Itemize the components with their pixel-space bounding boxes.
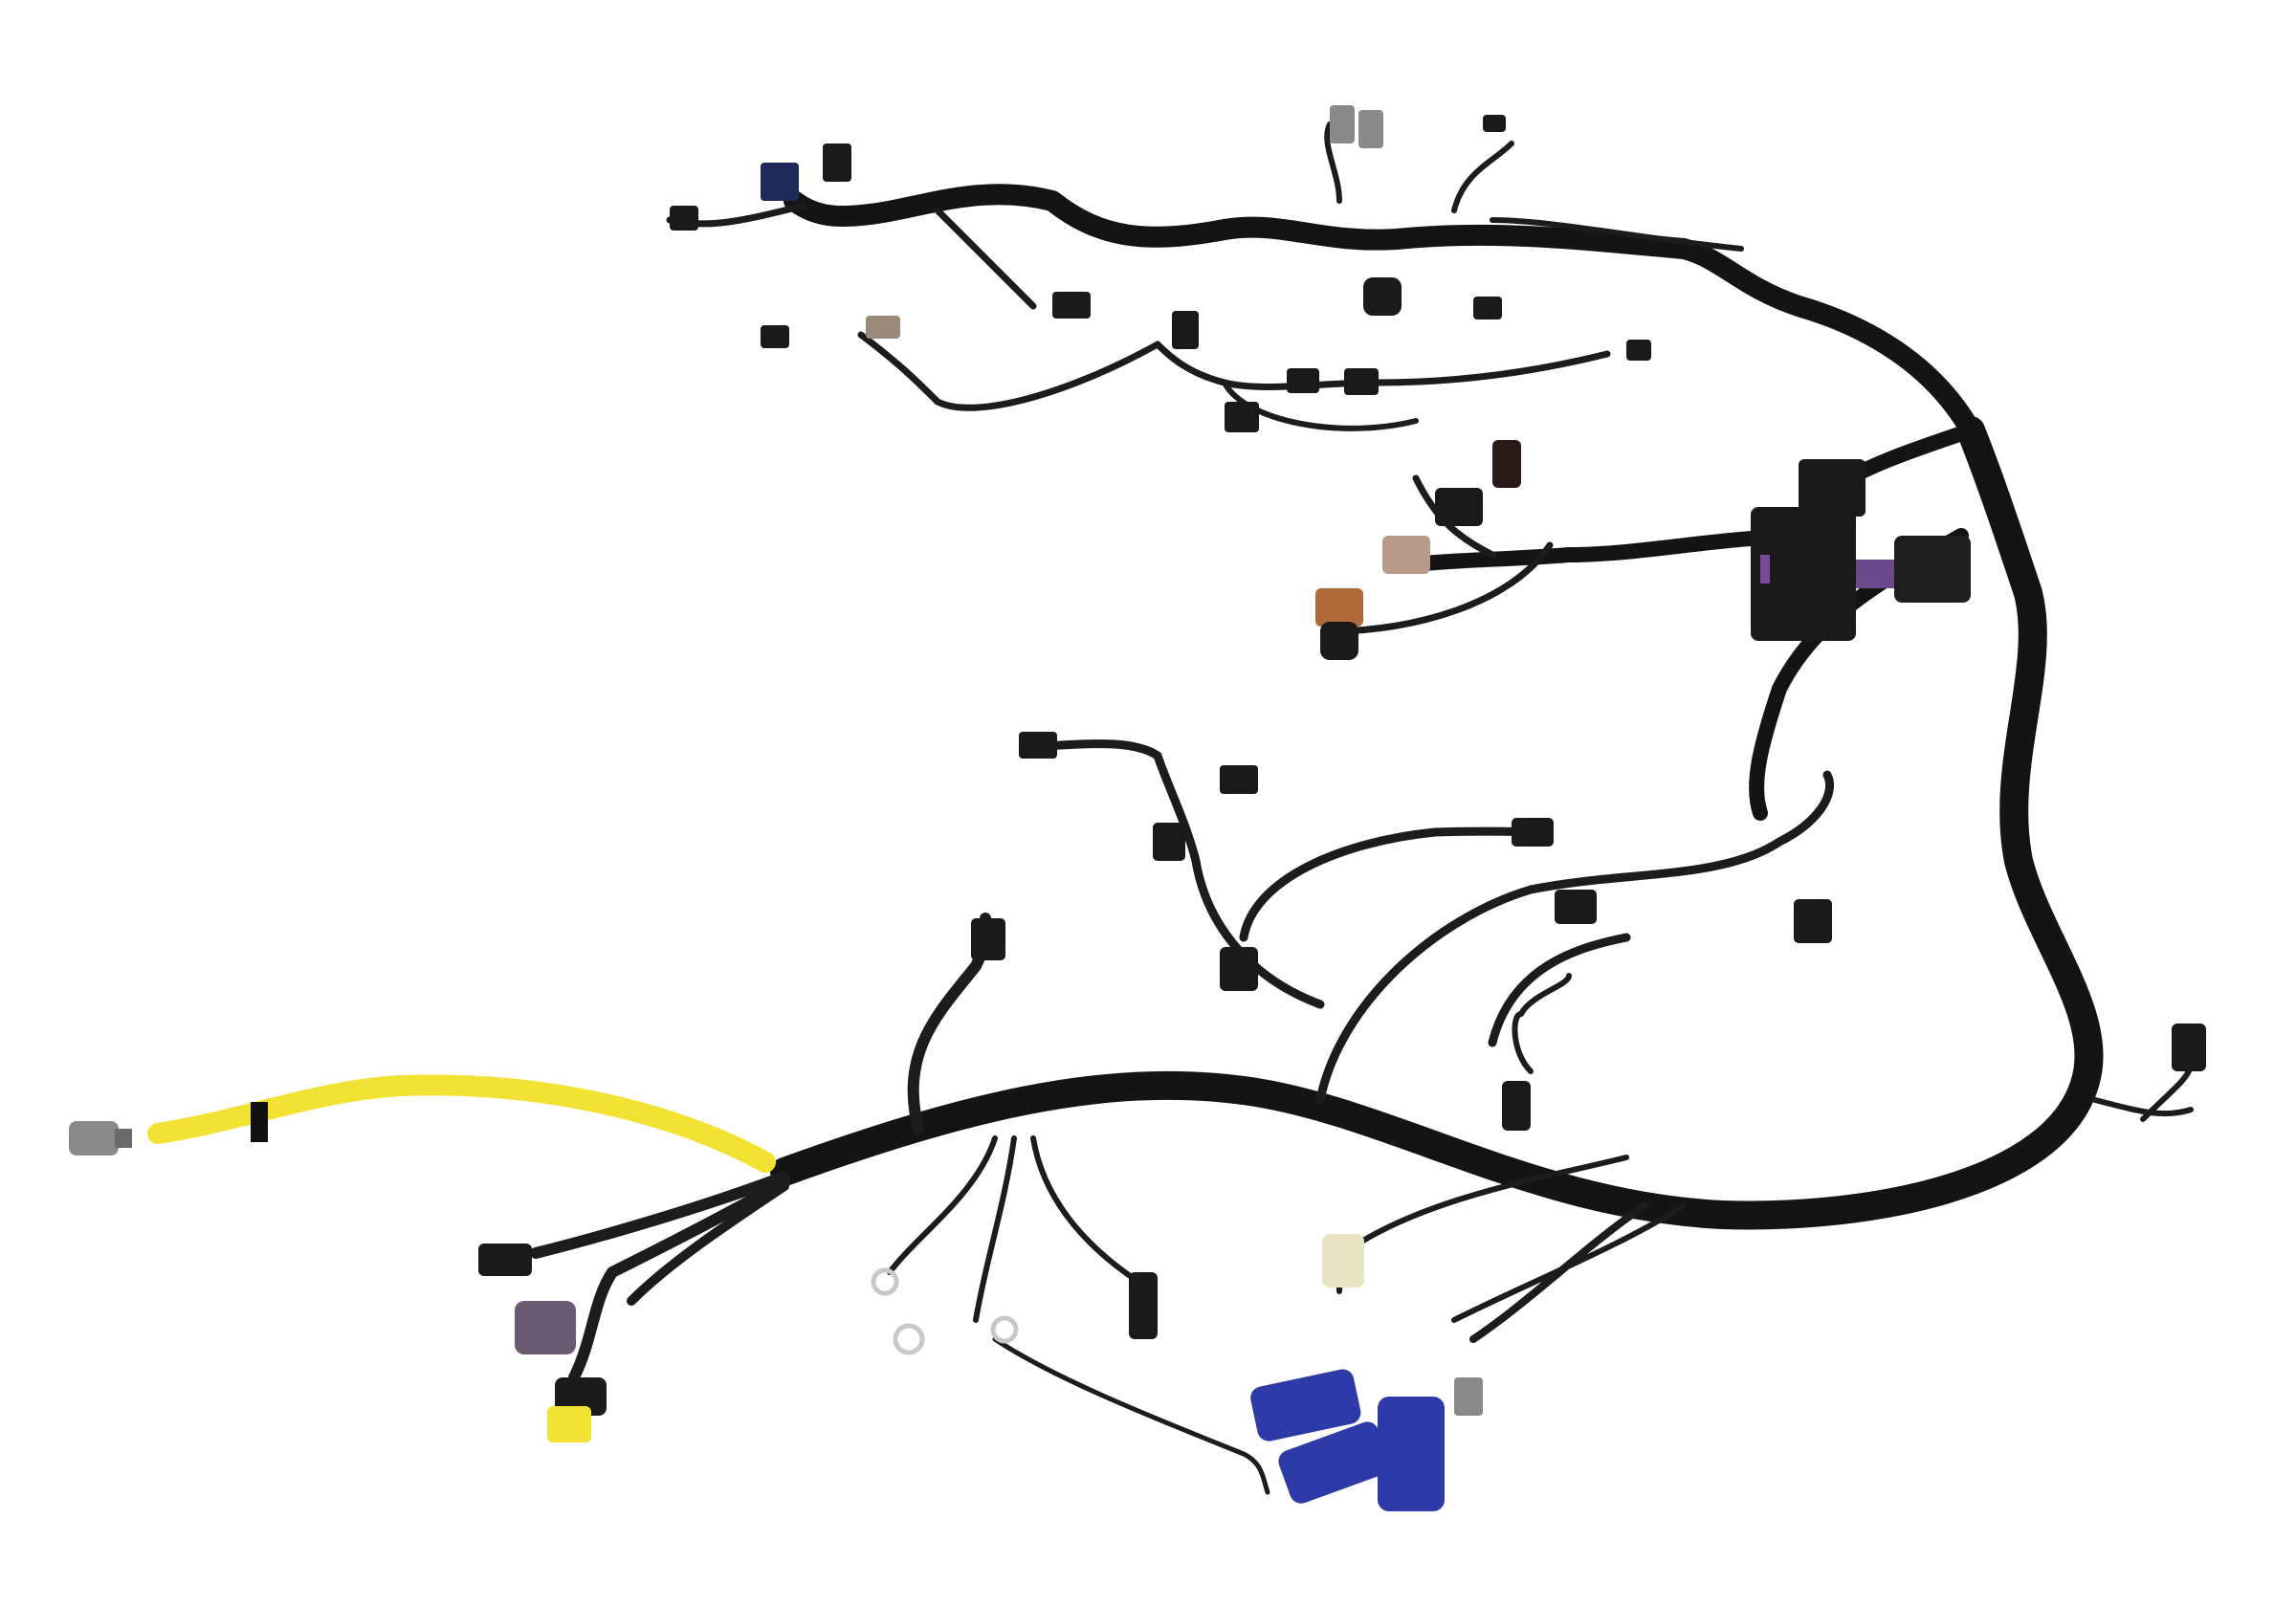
upper-connectors [670, 105, 1651, 432]
connector-yellow-icon [547, 1406, 591, 1442]
connector-cream-icon [1322, 1234, 1364, 1288]
middle-connectors [1019, 732, 1832, 1288]
ring-terminal-icon [871, 1267, 899, 1296]
left-connectors [478, 918, 1158, 1442]
connector-purple-icon [515, 1301, 576, 1354]
connector-black-icon [971, 918, 1005, 960]
yellow-sleeve-lead [69, 1074, 776, 1173]
left-branches [530, 913, 1270, 1495]
connector-black-icon [478, 1244, 532, 1276]
ecu-connector-cluster [1751, 459, 1971, 641]
main-loom [770, 184, 2104, 1230]
right-tail [2092, 1024, 2206, 1122]
blue-connectors [1250, 1201, 1649, 1511]
mid-left-connectors [1315, 440, 1521, 660]
connector-black-icon [1129, 1272, 1158, 1339]
gray-connector-icon [69, 1121, 132, 1156]
ring-terminal-icon [893, 1323, 925, 1355]
middle-branches [1028, 739, 1835, 1323]
ring-terminal-icon [990, 1315, 1019, 1344]
